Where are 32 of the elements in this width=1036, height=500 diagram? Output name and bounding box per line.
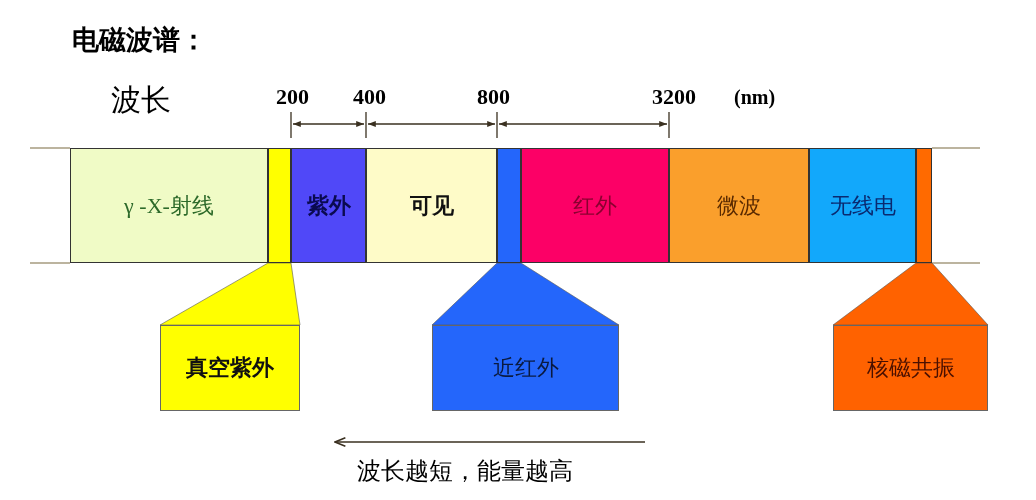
funnel-connector [832,262,989,326]
region-label: 无线电 [829,191,896,220]
band-segment [366,148,497,263]
tick-label: 400 [353,84,386,110]
band-segment [809,148,916,263]
zoom-box [160,325,300,411]
band-marker [497,148,521,263]
zoom-box [432,325,619,411]
band-marker [268,148,291,263]
note: 波长越短，能量越高 [357,457,573,486]
region-label: 近红外 [492,354,559,382]
funnel-connector [431,262,620,326]
region-label: 红外 [573,191,617,220]
region-label: 核磁共振 [866,354,955,382]
region-label: 可见 [409,191,454,220]
funnel-connector [159,262,301,326]
tick-label: 3200 [652,84,696,110]
region-label: 真空紫外 [186,354,274,382]
region-label: γ -X-射线 [124,191,214,220]
unit-label: (nm) [734,86,776,109]
band-marker [916,148,932,263]
region-label: 微波 [717,191,761,220]
band-segment [521,148,669,263]
zoom-box [833,325,988,411]
band-segment [70,148,268,263]
tick-label: 800 [477,84,510,110]
title: 电磁波谱： [72,23,207,57]
band-segment [291,148,366,263]
axis-label: 波长 [111,82,171,118]
band-segment [669,148,809,263]
region-label: 紫外 [306,191,351,220]
tick-label: 200 [276,84,309,110]
